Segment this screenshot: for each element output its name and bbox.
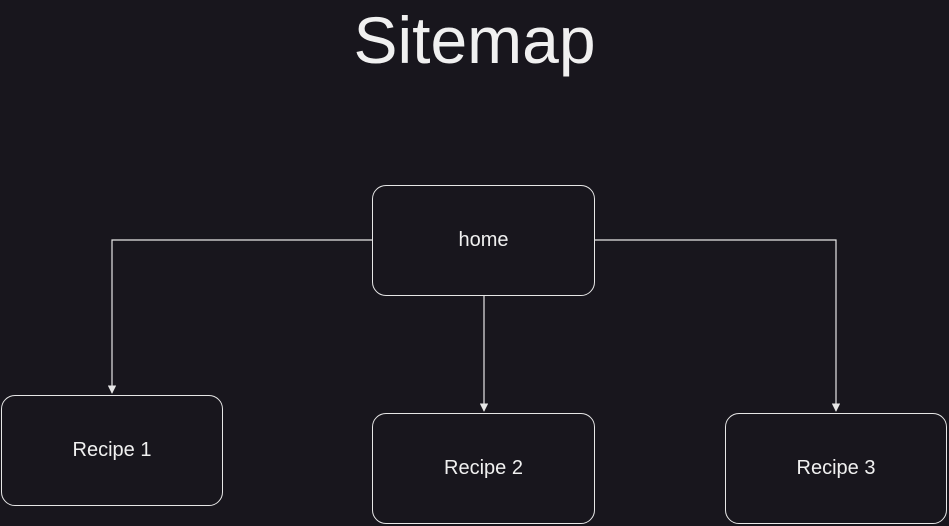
node-recipe-3[interactable]: Recipe 3 [725, 413, 947, 524]
node-home[interactable]: home [372, 185, 595, 296]
edge-home-recipe-1 [107, 239, 372, 394]
node-recipe-1-label: Recipe 1 [72, 439, 152, 461]
node-recipe-2[interactable]: Recipe 2 [372, 413, 595, 524]
page-title: Sitemap [353, 3, 596, 77]
node-recipe-1[interactable]: Recipe 1 [1, 395, 223, 506]
node-recipe-3-label: Recipe 3 [796, 457, 876, 479]
node-home-label: home [458, 229, 509, 251]
node-recipe-2-label: Recipe 2 [444, 457, 523, 479]
edge-home-recipe-3 [595, 239, 841, 412]
